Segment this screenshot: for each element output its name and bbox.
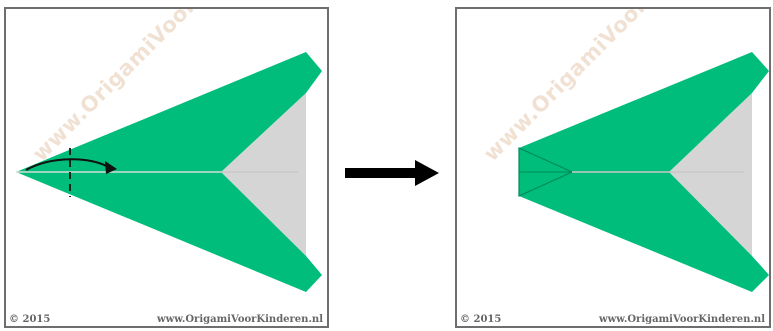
copyright-text: © 2015 <box>9 314 50 325</box>
copyright-text: © 2015 <box>460 314 501 325</box>
paper-plane-drawing-folded <box>457 9 771 328</box>
paper-plane-drawing <box>6 9 329 328</box>
site-url-text: www.OrigamiVoorKinderen.nl <box>157 314 323 325</box>
right-arrow-icon <box>345 158 441 188</box>
step-panel-after: www.OrigamiVoorKinderen.nl © 2015 www.Or… <box>455 7 771 328</box>
step-panel-before: www.OrigamiVoorKinderen.nl © 2015 www.Or… <box>4 7 329 328</box>
site-url-text: www.OrigamiVoorKinderen.nl <box>599 314 765 325</box>
